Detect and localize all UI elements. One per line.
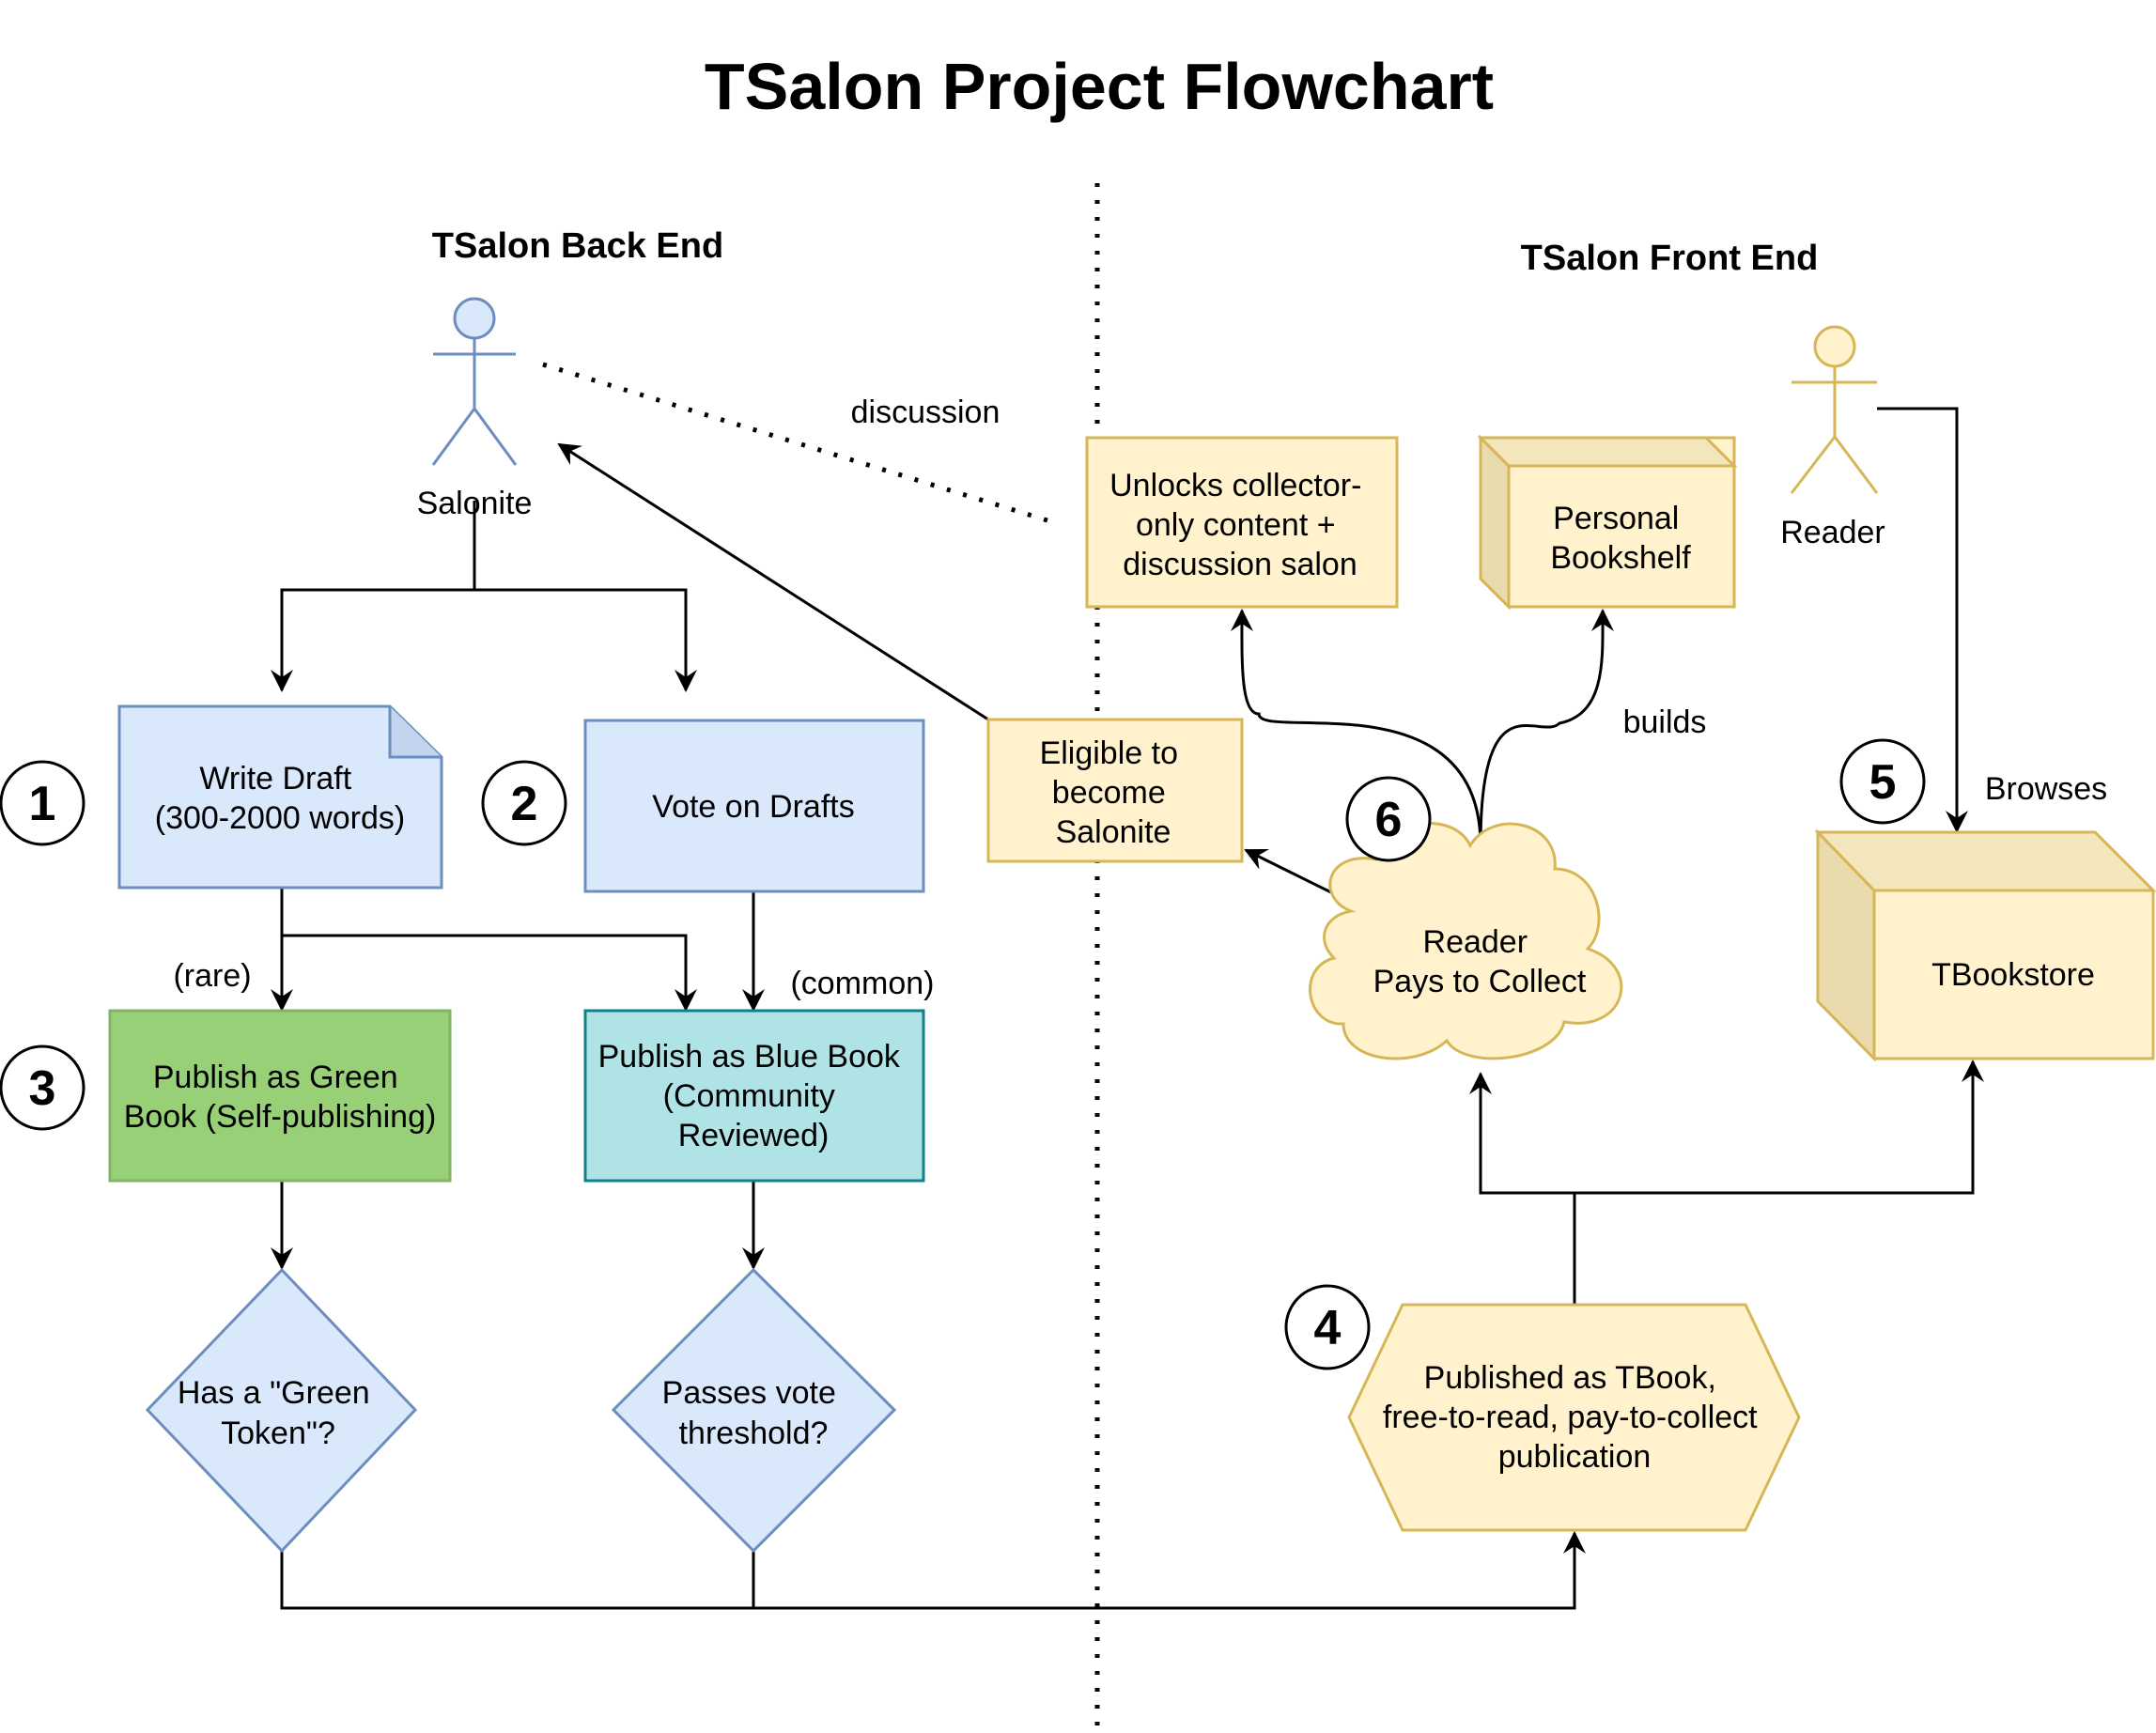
step-5-badge: 5 [1839, 738, 1926, 825]
edges [271, 362, 1984, 1610]
rare-label: (rare) [173, 958, 251, 994]
write-draft-label: Write Draft (300-2000 words) [155, 761, 405, 836]
vote-threshold-label: Passes vote threshold? [662, 1375, 845, 1451]
discussion-label: discussion [851, 395, 1000, 430]
edge-eligible-salonite [557, 442, 989, 721]
eligible-label: Eligible to become Salonite [1040, 735, 1187, 850]
svg-text:1: 1 [29, 777, 56, 831]
unlocks-node: Unlocks collector- only content + discus… [1085, 436, 1399, 609]
step-1-badge: 1 [0, 760, 85, 846]
edge-salonite-write [271, 501, 476, 692]
step-4-badge: 4 [1284, 1284, 1371, 1370]
unlocks-label: Unlocks collector- only content + discus… [1109, 468, 1371, 582]
back-end-heading: TSalon Back End [432, 226, 723, 266]
edge-reader-bookstore [1877, 407, 1968, 833]
reader-pays-label: Reader Pays to Collect [1373, 924, 1587, 999]
front-end-heading: TSalon Front End [1521, 239, 1819, 278]
svg-text:6: 6 [1375, 793, 1403, 847]
edge-diamonds-published [280, 1531, 1586, 1610]
bookshelf-label: Personal Bookshelf [1550, 501, 1691, 576]
page-title: TSalon Project Flowchart [705, 50, 1494, 123]
salonite-label: Salonite [417, 486, 533, 521]
edge-published-readerpays [1469, 1072, 1576, 1304]
bookshelf-node: Personal Bookshelf [1477, 434, 1738, 611]
blue-book-label: Publish as Blue Book (Community Reviewed… [598, 1039, 909, 1153]
browses-label: Browses [1985, 771, 2107, 807]
svg-text:3: 3 [29, 1061, 56, 1116]
edge-readerpays-bookshelf [1479, 609, 1615, 846]
edge-write-blue [282, 934, 697, 1012]
published-tbook-node: Published as TBook, free-to-read, pay-to… [1347, 1303, 1801, 1532]
salonite-actor [431, 297, 518, 466]
green-token-label: Has a "Green Token"? [178, 1375, 379, 1451]
svg-text:4: 4 [1314, 1301, 1342, 1355]
step-6-badge: 6 [1345, 776, 1432, 862]
edge-salonite-vote [474, 588, 697, 692]
common-label: (common) [790, 966, 934, 1001]
write-draft-node: Write Draft (300-2000 words) [117, 704, 443, 890]
tbookstore-label: TBookstore [1931, 957, 2095, 993]
green-book-label: Publish as Green Book (Self-publishing) [124, 1060, 437, 1135]
tbookstore-node: TBookstore [1814, 828, 2156, 1062]
reader-actor [1790, 325, 1879, 494]
edge-readerpays-eligible [1244, 848, 1342, 899]
green-token-decision: Has a "Green Token"? [145, 1267, 418, 1554]
reader-label: Reader [1780, 515, 1885, 550]
edge-published-bookstore [1574, 1060, 1984, 1195]
green-book-node: Publish as Green Book (Self-publishing) [108, 1009, 452, 1183]
builds-label: builds [1623, 704, 1707, 740]
vote-drafts-node: Vote on Drafts [583, 719, 925, 893]
published-tbook-label: Published as TBook, free-to-read, pay-to… [1383, 1360, 1766, 1475]
svg-text:2: 2 [511, 777, 538, 831]
reader-icon [1813, 325, 1856, 368]
reader-pays-node: Reader Pays to Collect [1309, 822, 1623, 1060]
edge-discussion [542, 362, 1051, 524]
blue-book-node: Publish as Blue Book (Community Reviewed… [583, 1009, 925, 1183]
vote-drafts-label: Vote on Drafts [652, 789, 854, 825]
salonite-icon [453, 297, 496, 340]
edge-readerpays-unlocks [1230, 609, 1482, 846]
eligible-node: Eligible to become Salonite [986, 718, 1244, 863]
step-2-badge: 2 [481, 760, 567, 846]
svg-text:5: 5 [1869, 755, 1897, 810]
step-3-badge: 3 [0, 1044, 85, 1131]
vote-threshold-decision: Passes vote threshold? [611, 1267, 897, 1554]
